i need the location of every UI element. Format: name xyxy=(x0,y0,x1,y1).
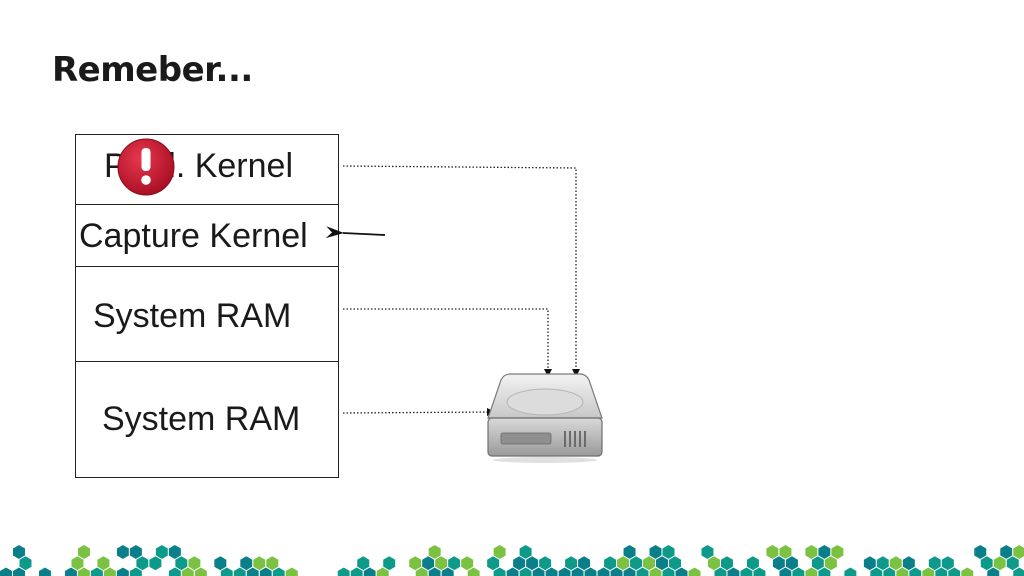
hexagon-tile xyxy=(518,566,533,576)
hexagon-tile xyxy=(12,566,26,576)
hexagon-tile xyxy=(336,566,351,576)
hexagon-tile xyxy=(726,566,741,576)
hexagon-tile xyxy=(635,566,650,576)
hexagon-tile xyxy=(115,566,130,576)
hexagon-tile xyxy=(362,566,377,576)
hexagon-tile xyxy=(349,566,364,576)
hexagon-tile xyxy=(674,566,689,576)
hexagon-tile xyxy=(492,566,507,576)
hexagon-tile xyxy=(1012,566,1024,576)
segment-capture-kernel: Capture Kernel xyxy=(76,205,338,267)
segment-label-system-ram-2: System RAM xyxy=(102,400,301,438)
hexagon-tile xyxy=(609,566,624,576)
segment-system-ram-1: System RAM xyxy=(76,267,338,362)
hexagon-tile xyxy=(713,566,728,576)
hexagon-tile xyxy=(947,566,962,576)
hexagon-tile xyxy=(778,566,793,576)
hexagon-tile xyxy=(440,566,455,576)
hexagon-tile xyxy=(817,566,832,576)
hexagon-tile xyxy=(622,566,637,576)
hexagon-tile xyxy=(167,566,182,576)
hexagon-tile xyxy=(180,566,195,576)
hexagon-tile xyxy=(271,566,286,576)
hexagon-tile xyxy=(427,566,442,576)
connector-system-ram-2 xyxy=(342,408,495,417)
capture-kernel-arrow xyxy=(325,226,386,239)
hexagon-decoration-band xyxy=(0,543,1024,576)
exclamation-warning-icon xyxy=(117,138,175,196)
segment-system-ram-2: System RAM xyxy=(76,362,338,477)
hexagon-tile xyxy=(284,566,299,576)
hexagon-tile xyxy=(895,566,910,576)
hexagon-tile xyxy=(466,566,481,576)
hexagon-tile xyxy=(908,566,923,576)
connector-system-ram-1 xyxy=(343,308,552,377)
segment-label-capture-kernel: Capture Kernel xyxy=(79,217,308,255)
hexagon-tile xyxy=(193,566,208,576)
hexagon-tile xyxy=(375,566,390,576)
hexagon-tile xyxy=(258,566,273,576)
hexagon-tile xyxy=(89,566,104,576)
hexagon-tile xyxy=(0,566,13,576)
hexagon-tile xyxy=(76,566,91,576)
connector-prod-kernel xyxy=(342,165,580,377)
hexagon-tile xyxy=(128,566,143,576)
hexagon-tile xyxy=(934,566,949,576)
hexagon-tile xyxy=(37,566,52,576)
hexagon-tile xyxy=(843,566,858,576)
hexagon-tile xyxy=(986,566,1001,576)
hard-drive-icon xyxy=(487,373,603,463)
hexagon-tile xyxy=(648,566,663,576)
hexagon-tile xyxy=(804,566,819,576)
hexagon-tile xyxy=(739,566,754,576)
hexagon-tile xyxy=(531,566,546,576)
hexagon-tile xyxy=(63,566,78,576)
hexagon-tile xyxy=(557,566,572,576)
hexagon-tile xyxy=(687,566,702,576)
hexagon-tile xyxy=(882,566,897,576)
hexagon-tile xyxy=(232,566,247,576)
hexagon-tile xyxy=(505,566,520,576)
hexagon-tile xyxy=(102,566,117,576)
hexagon-tile xyxy=(661,566,676,576)
segment-label-system-ram-1: System RAM xyxy=(93,297,292,335)
hexagon-tile xyxy=(414,566,429,576)
hexagon-tile xyxy=(570,566,585,576)
hexagon-tile xyxy=(596,566,611,576)
hexagon-tile xyxy=(115,543,130,561)
hexagon-tile xyxy=(219,566,234,576)
hexagon-tile xyxy=(148,555,163,572)
hexagon-tile xyxy=(245,566,260,576)
hexagon-tile xyxy=(544,566,559,576)
hexagon-tile xyxy=(960,566,975,576)
hexagon-tile xyxy=(921,566,936,576)
hexagon-tile xyxy=(869,566,884,576)
hexagon-tile xyxy=(583,566,598,576)
hexagon-tile xyxy=(752,566,767,576)
hexagon-tile xyxy=(791,566,806,576)
slide-title: Remeber... xyxy=(52,50,253,90)
